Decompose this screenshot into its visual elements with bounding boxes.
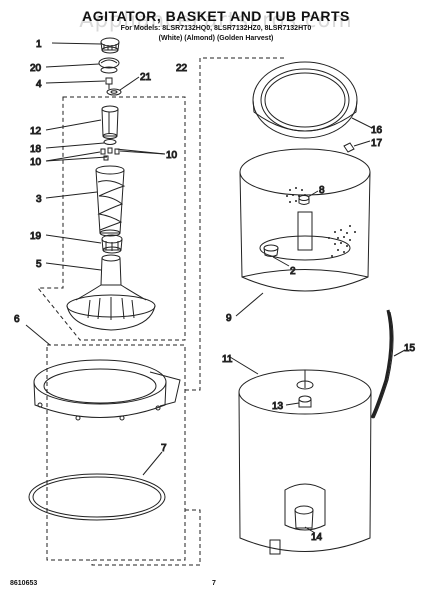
callout-14: 14 [311, 532, 323, 543]
tub-seal-part [28, 473, 166, 521]
bumper-strip-part [370, 309, 394, 419]
spin-basket-part [239, 148, 371, 292]
page-number: 7 [212, 580, 216, 587]
basket-perforations [286, 187, 356, 257]
callout-3: 3 [36, 194, 42, 205]
callout-7: 7 [161, 443, 167, 454]
basket-nut-part [298, 195, 310, 205]
callout-2: 2 [290, 266, 296, 277]
model-numbers: For Models: 8LSR7132HQ0, 8LSR7132HZ0, 8L… [120, 25, 312, 32]
spanner-nut-part [263, 244, 279, 257]
callout-8: 8 [319, 185, 325, 196]
upper-agitator-part [95, 165, 126, 237]
color-options: (White) (Almond) (Golden Harvest) [158, 35, 274, 42]
watermark-text: AppliancePartsPros.com [79, 8, 353, 32]
bolt-part [105, 77, 113, 89]
callout-20: 20 [30, 63, 42, 74]
page-title: AGITATOR, BASKET AND TUB PARTS [82, 8, 350, 24]
callout-12: 12 [30, 126, 42, 137]
assembly-connector [91, 57, 285, 566]
callout-18: 18 [30, 144, 42, 155]
callout-17: 17 [371, 138, 383, 149]
callout-4: 4 [36, 79, 42, 90]
tub-ring-part [33, 359, 181, 421]
doc-number: 8610653 [10, 580, 38, 587]
callout-10-right: 10 [166, 150, 178, 161]
callout-labels: 1 20 4 21 22 12 18 10 10 3 19 5 6 7 16 1… [14, 39, 417, 544]
balance-ring-part [252, 61, 358, 139]
lower-agitator-part [66, 254, 156, 331]
dog-ring-part [103, 139, 117, 145]
clip-part [343, 142, 355, 153]
callout-5: 5 [36, 259, 42, 270]
agitator-cap-part [100, 37, 120, 54]
drive-cam-part [101, 105, 119, 139]
leader-lines [25, 42, 406, 534]
callout-16: 16 [371, 125, 383, 136]
callout-15: 15 [404, 343, 416, 354]
callout-10-left: 10 [30, 157, 42, 168]
tub-bearing-part [298, 395, 312, 408]
callout-21: 21 [140, 72, 152, 83]
callout-22: 22 [176, 63, 188, 74]
callout-6: 6 [14, 314, 20, 325]
callout-9: 9 [226, 313, 232, 324]
callout-1: 1 [36, 39, 42, 50]
tub-ring-outline [46, 344, 186, 561]
washer-part [106, 88, 122, 96]
clutch-part [101, 234, 123, 254]
callout-13: 13 [272, 401, 284, 412]
outer-tub-part [238, 369, 372, 555]
callout-11: 11 [222, 354, 233, 365]
agitator-assembly-outline [36, 96, 186, 341]
cap-assembly-part [98, 57, 120, 74]
agitator-dogs-part [100, 147, 120, 161]
callout-19: 19 [30, 231, 42, 242]
drain-fitting-part [294, 505, 314, 529]
